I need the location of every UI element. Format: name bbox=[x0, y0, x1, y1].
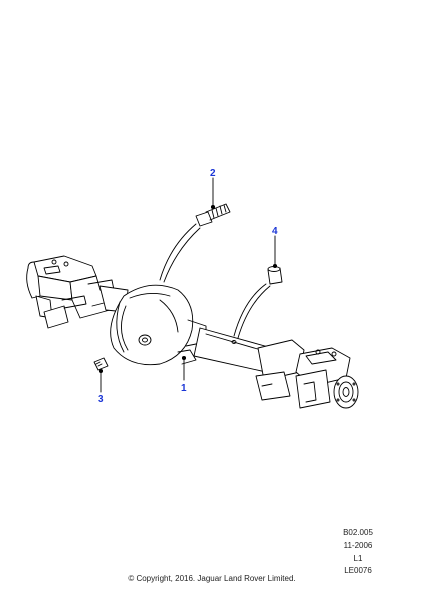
left-spring-bracket bbox=[26, 255, 117, 329]
bush-part-4 bbox=[233, 266, 283, 339]
reference-date: 11-2006 bbox=[343, 541, 373, 550]
reference-level: L1 bbox=[353, 554, 363, 563]
copyright-notice: © Copyright, 2016. Jaguar Land Rover Lim… bbox=[128, 574, 296, 583]
callout-4: 4 bbox=[272, 226, 278, 237]
callout-1: 1 bbox=[181, 383, 187, 394]
right-spring-bracket bbox=[255, 339, 359, 409]
differential-housing bbox=[110, 284, 207, 366]
callout-2: 2 bbox=[210, 168, 216, 179]
bolt-part-2 bbox=[159, 203, 231, 283]
reference-id: LE0076 bbox=[344, 566, 372, 575]
reference-code: B02.005 bbox=[343, 528, 373, 537]
callout-3: 3 bbox=[98, 394, 104, 405]
plug-part-3 bbox=[93, 357, 109, 371]
leader-lines bbox=[98, 177, 278, 393]
